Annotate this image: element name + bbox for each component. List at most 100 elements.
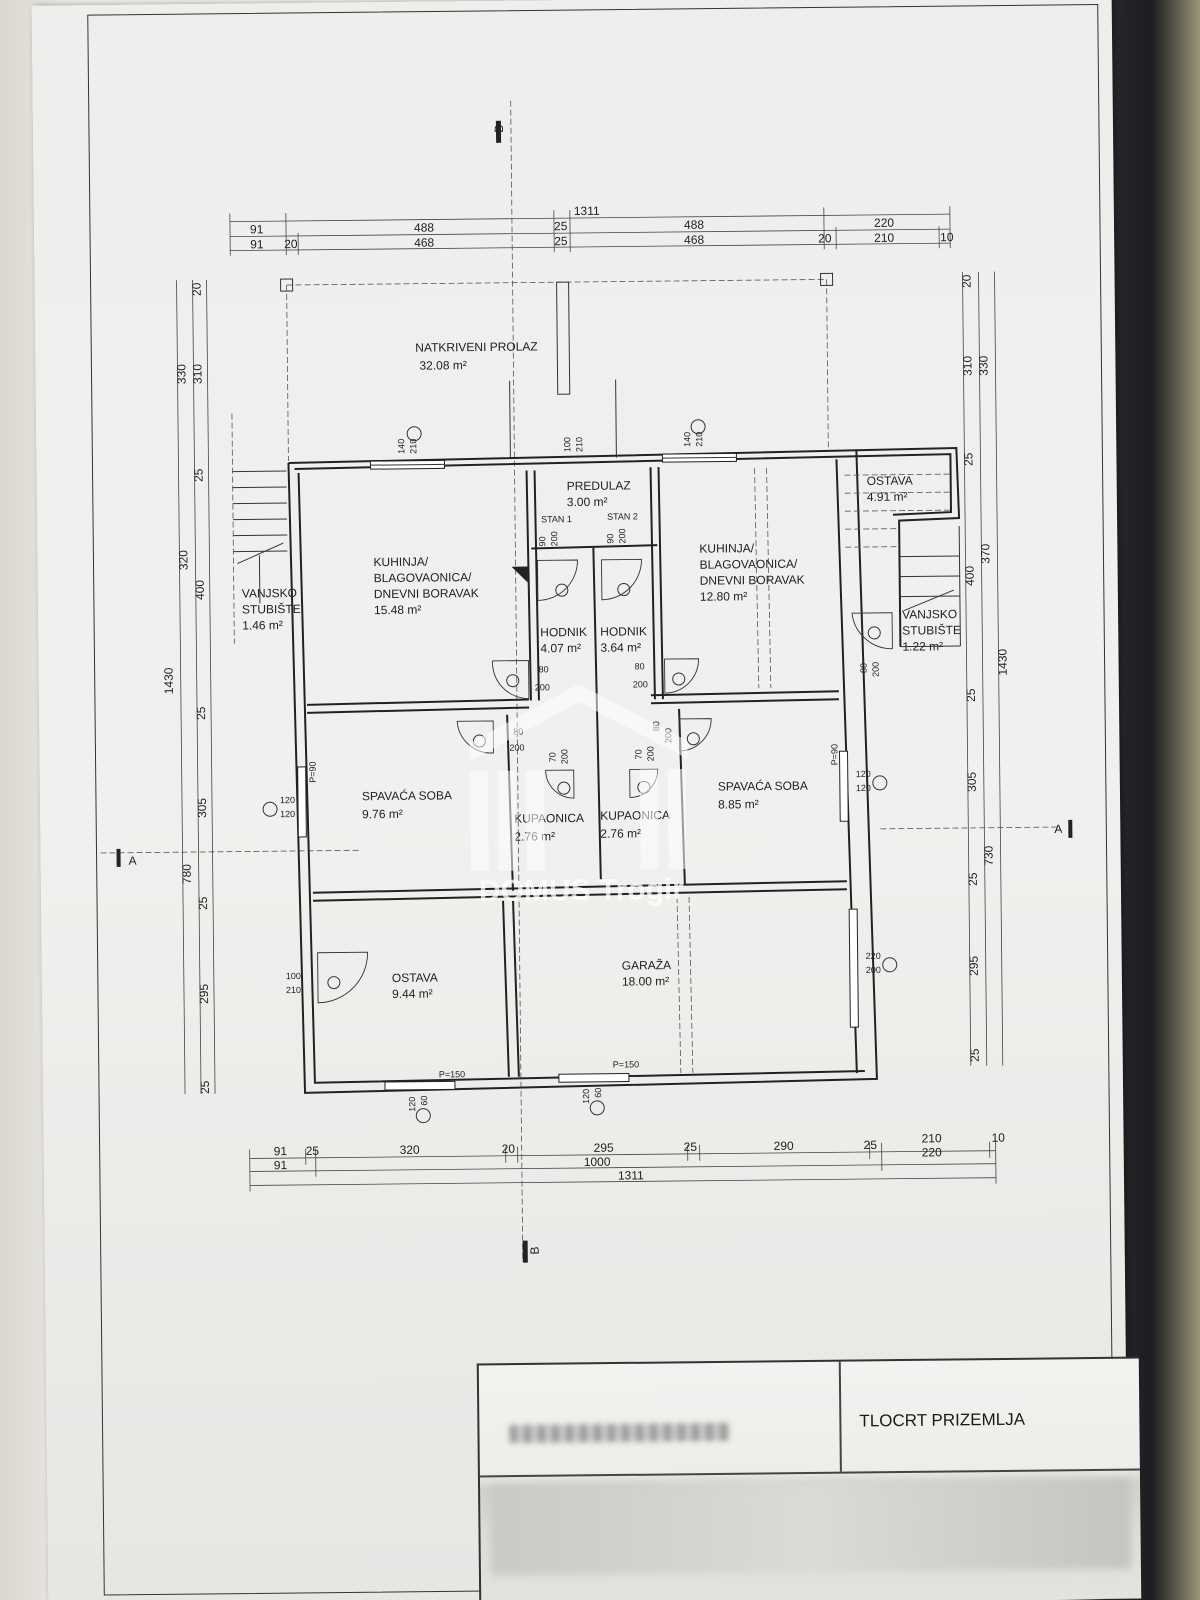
section-a-right-label: A xyxy=(1054,822,1062,836)
dim-left-mid-0: 330 xyxy=(174,364,188,384)
ol-p90-l: P=90 xyxy=(308,761,318,782)
room-hod-r-name: HODNIK xyxy=(600,624,647,638)
room-kup-r-area: 2.76 m² xyxy=(600,826,641,840)
dim-left-in-6: 25 xyxy=(196,896,210,910)
room-kuh-r-area: 12.80 m² xyxy=(700,589,748,603)
dim-right-in-7: 295 xyxy=(967,955,981,975)
dim-top-r2-6: 210 xyxy=(874,231,894,245)
ol-wtr-b: 210 xyxy=(694,432,704,447)
ol-wbl-b: 60 xyxy=(419,1096,429,1106)
ol-p150-a: P=150 xyxy=(439,1069,465,1079)
room-ostava-top-name: OSTAVA xyxy=(867,473,913,487)
room-stan2: STAN 2 xyxy=(607,511,638,521)
doors xyxy=(262,419,898,1124)
dim-bot-r1-3: 20 xyxy=(502,1142,516,1156)
ol-dost-a: 100 xyxy=(286,971,301,981)
dim-right-in-8: 25 xyxy=(968,1048,982,1062)
section-b-top-label: B xyxy=(492,125,506,133)
dim-right-in-5: 305 xyxy=(965,771,979,791)
dim-top-r2-2: 468 xyxy=(414,235,434,249)
room-hod-r-area: 3.64 m² xyxy=(600,640,641,654)
ol-wtl-a: 140 xyxy=(396,439,406,454)
ol-wtm-a: 100 xyxy=(562,437,572,452)
watermark-text: DOMUS Trogir xyxy=(479,873,685,908)
sheet-frame xyxy=(87,4,1115,1596)
dim-left-in-3: 400 xyxy=(193,580,207,600)
left-dimensions: 1430 330 320 780 20 310 25 400 25 305 25… xyxy=(162,279,216,1095)
dim-top-r2-1: 20 xyxy=(284,237,298,251)
title-block-redacted-1 xyxy=(509,1422,730,1444)
section-a-left-label: A xyxy=(129,854,137,868)
room-sp-r-name: SPAVAĆA SOBA xyxy=(718,778,808,794)
ol-ds2-a: 90 xyxy=(605,534,615,544)
room-kuh-r-2: BLAGOVAONICA/ xyxy=(699,557,798,572)
ol-dhl-b: 200 xyxy=(535,682,550,692)
ol-dost-b: 210 xyxy=(286,985,301,995)
ol-wsr-b: 120 xyxy=(856,783,871,793)
dim-bot-r1-2: 320 xyxy=(400,1143,420,1157)
room-kuh-r-1: KUHINJA/ xyxy=(699,541,754,556)
ol-dkl-a: 70 xyxy=(547,752,557,762)
windows xyxy=(297,452,859,1091)
drawing-title: TLOCRT PRIZEMLJA xyxy=(859,1409,1026,1431)
dim-right-mid-2: 730 xyxy=(981,845,995,865)
ol-ds1-a: 90 xyxy=(537,536,547,546)
section-line-b xyxy=(510,100,524,1261)
section-b-top-mark xyxy=(495,120,502,143)
ol-wbl-a: 120 xyxy=(407,1097,417,1112)
ol-ds2-b: 200 xyxy=(617,528,627,543)
chimney-hatch xyxy=(511,566,528,583)
room-garaza-name: GARAŽA xyxy=(622,957,671,973)
room-natkriveni-area: 32.08 m² xyxy=(419,358,467,372)
dim-top-r1-3: 488 xyxy=(684,218,704,232)
room-predulaz-name: PREDULAZ xyxy=(567,478,631,493)
ol-wbm-a: 120 xyxy=(581,1089,591,1104)
room-sp-l-area: 9.76 m² xyxy=(362,807,403,821)
ol-wsr-a: 120 xyxy=(856,769,871,779)
dim-top-total: 1311 xyxy=(574,204,600,218)
ol-p90-r: P=90 xyxy=(829,744,839,765)
dim-left-in-0: 20 xyxy=(190,282,204,296)
room-vanj-r-area: 1.22 m² xyxy=(902,639,943,653)
title-block-hline xyxy=(479,1468,1140,1478)
stairs-left xyxy=(231,413,288,644)
dim-bot-r1-5: 25 xyxy=(684,1140,698,1154)
room-stan1: STAN 1 xyxy=(541,514,572,524)
room-ostava-top-area: 4.91 m² xyxy=(867,490,908,504)
ol-dkl-b: 200 xyxy=(559,749,569,764)
dim-left-in-1: 310 xyxy=(190,364,204,384)
room-vanj-r-1: VANJSKO xyxy=(902,607,957,622)
dim-bot-r1-7: 25 xyxy=(864,1138,878,1152)
ol-dhr-a: 80 xyxy=(635,661,645,671)
ol-dvr-a: 80 xyxy=(859,663,869,673)
room-ostava-b-name: OSTAVA xyxy=(392,970,438,984)
section-line-a-left xyxy=(100,849,361,854)
dim-right-mid-1: 370 xyxy=(978,543,992,563)
room-vanj-r-2: STUBIŠTE xyxy=(902,622,961,638)
ol-wgr-a: 220 xyxy=(866,951,881,961)
dim-bot-r1-9: 10 xyxy=(991,1131,1005,1145)
ol-wsl-b: 120 xyxy=(280,809,295,819)
covered-passage xyxy=(280,272,834,462)
ol-dhl-a: 80 xyxy=(539,664,549,674)
dim-bot-r1-8: 210 xyxy=(921,1131,941,1145)
room-sp-r-area: 8.85 m² xyxy=(718,797,759,811)
title-block: TLOCRT PRIZEMLJA xyxy=(476,1356,1142,1600)
dim-right-in-1: 310 xyxy=(960,355,974,375)
dim-right-mid-0: 330 xyxy=(976,355,990,375)
section-a-right-mark xyxy=(1068,819,1073,838)
dim-left-in-5: 305 xyxy=(195,798,209,818)
dim-bot-r2-2: 220 xyxy=(922,1145,942,1159)
room-kuh-l-1: KUHINJA/ xyxy=(373,555,428,570)
section-b-bottom-mark xyxy=(522,1240,528,1263)
room-kup-l-name: KUPAONICA xyxy=(514,811,584,826)
drawing-sheet: B B A A 1311 91 488 25 488 xyxy=(31,0,1129,1600)
room-kup-r-name: KUPAONICA xyxy=(600,808,670,823)
room-kuh-l-area: 15.48 m² xyxy=(374,603,422,617)
room-natkriveni-name: NATKRIVENI PROLAZ xyxy=(415,339,538,354)
dim-top-r2-7: 10 xyxy=(940,230,954,244)
dim-top-r1-0: 91 xyxy=(250,222,264,236)
dim-left-mid-2: 780 xyxy=(180,864,194,884)
room-ostava-b-area: 9.44 m² xyxy=(392,987,433,1001)
